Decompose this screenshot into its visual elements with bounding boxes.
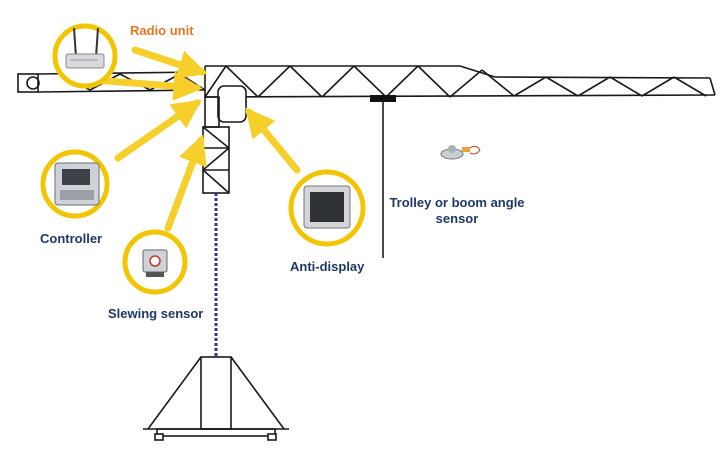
operator-cab (217, 85, 247, 123)
radio-antenna-icon (65, 27, 105, 69)
radio-unit-callout (52, 23, 118, 89)
slewing-sensor-label: Slewing sensor (108, 306, 204, 321)
slewing-encoder-icon (142, 249, 168, 277)
trolley-sensor-label-line1: Trolley or boom angle (389, 195, 525, 210)
radio-unit-label: Radio unit (130, 23, 194, 38)
angle-sensor-icon (440, 145, 481, 160)
trolley (370, 95, 396, 102)
callout-arrows (91, 46, 301, 232)
controller-label: Controller (40, 231, 103, 246)
anti-display-callout (288, 169, 366, 247)
jib-boom (204, 65, 716, 98)
controller-callout (40, 149, 110, 219)
slewing-sensor-callout (122, 229, 188, 295)
trolley-sensor-label: Trolley or boom angle sensor (383, 195, 531, 226)
crane-base (143, 356, 289, 441)
controller-box-icon (54, 162, 100, 206)
trolley-sensor-label-line2: sensor (435, 210, 479, 226)
monitor-display-icon (303, 185, 351, 229)
anti-display-label: Anti-display (290, 259, 365, 274)
